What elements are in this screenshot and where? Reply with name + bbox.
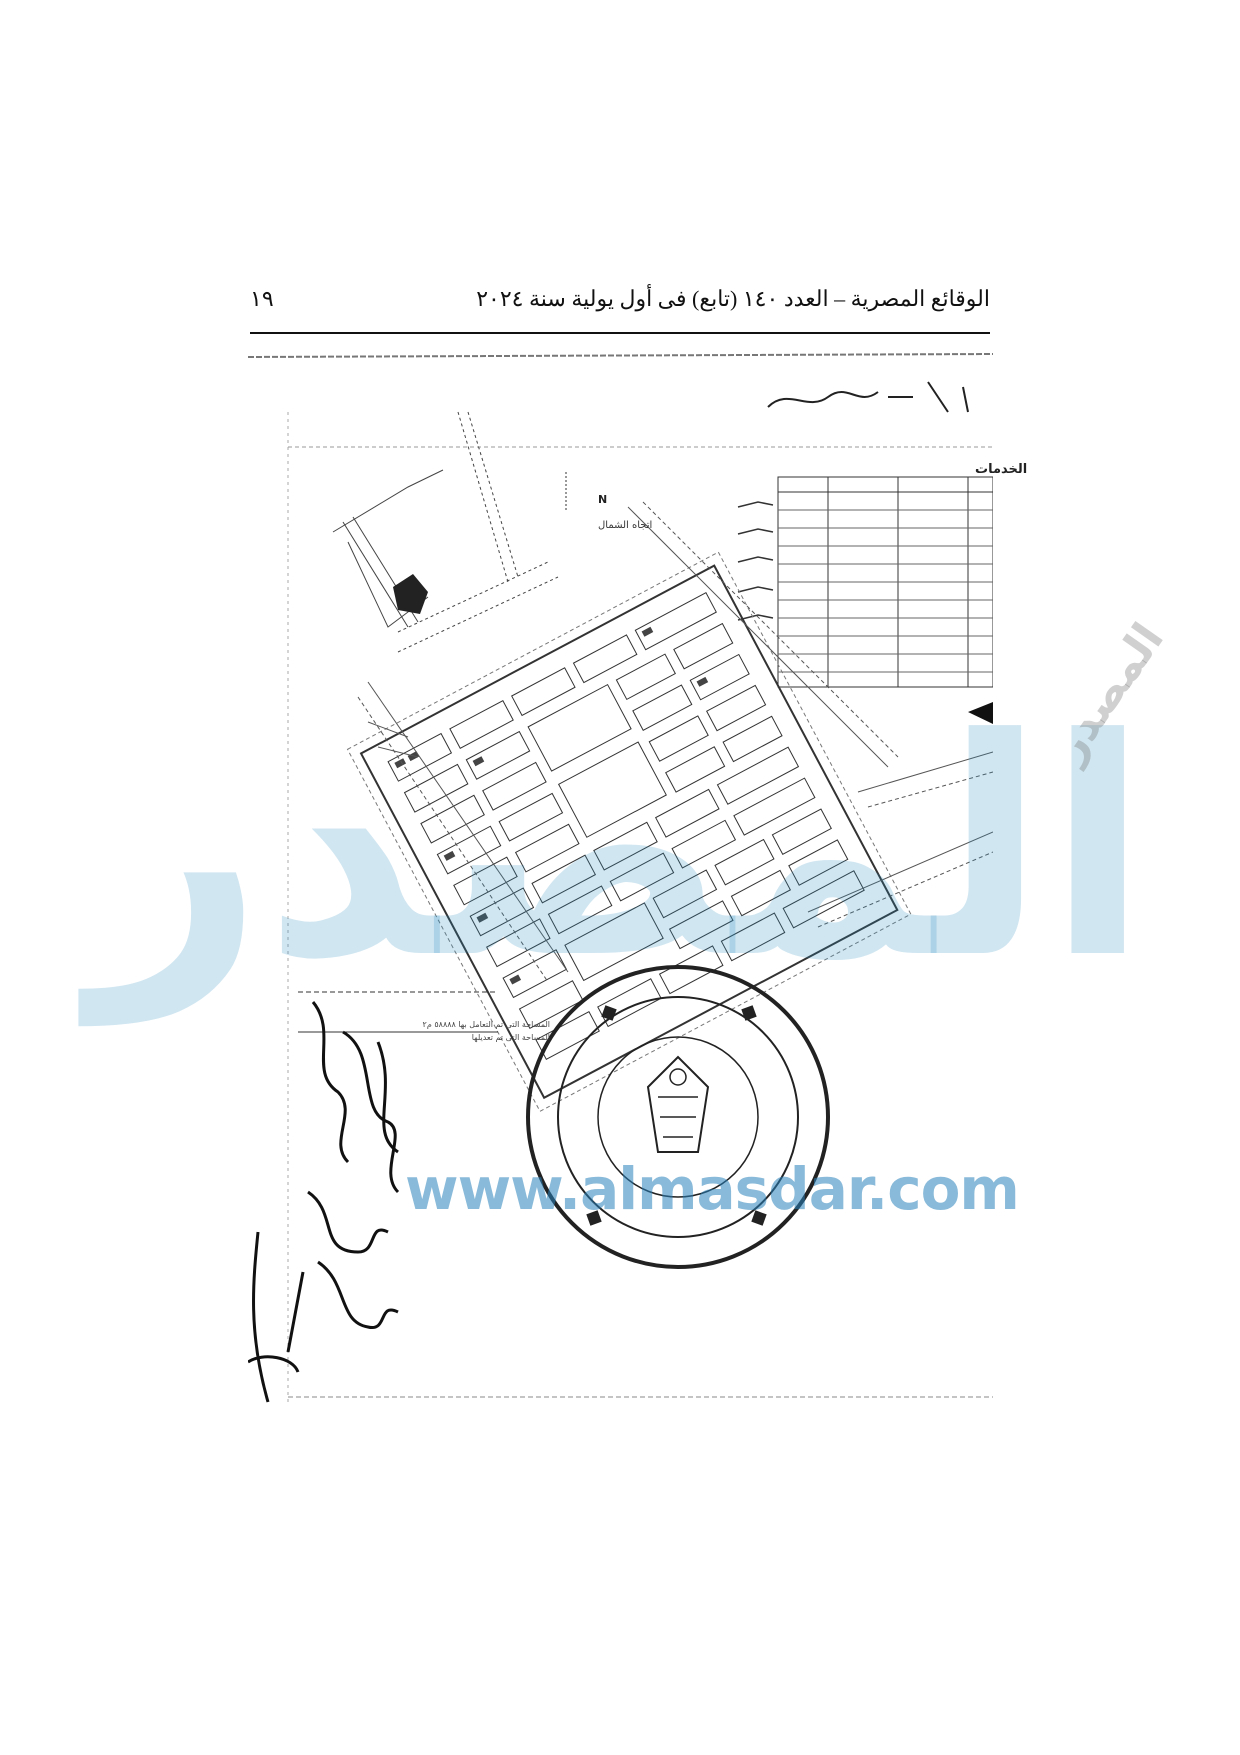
plan-heading: الخدمات [975,462,1028,477]
site-plan-drawing [248,353,993,1403]
header-rule [250,332,990,334]
page-header: الوقائع المصرية – العدد ١٤٠ (تابع) فى أو… [250,280,990,320]
north-label: N [598,493,608,506]
legend-line: المساحة التى تم تعديلها [471,1033,550,1042]
services-table [777,476,993,688]
scanned-site-plan [248,352,993,1422]
page-number: ١٩ [250,286,274,311]
legend-line: المساحة التى تم التعامل بها ٥٨٨٨٨ م٢ [422,1020,550,1029]
main-site-blocks [346,551,912,1112]
handwritten-signature [248,1001,400,1403]
official-seal [526,965,830,1269]
north-caption: اتجاه الشمال [598,520,653,531]
plan-legend: المساحة التى تم التعامل بها ٥٨٨٨٨ م٢ الم… [320,1018,550,1044]
small-parcel [332,411,559,653]
header-title: الوقائع المصرية – العدد ١٤٠ (تابع) فى أو… [476,286,990,311]
